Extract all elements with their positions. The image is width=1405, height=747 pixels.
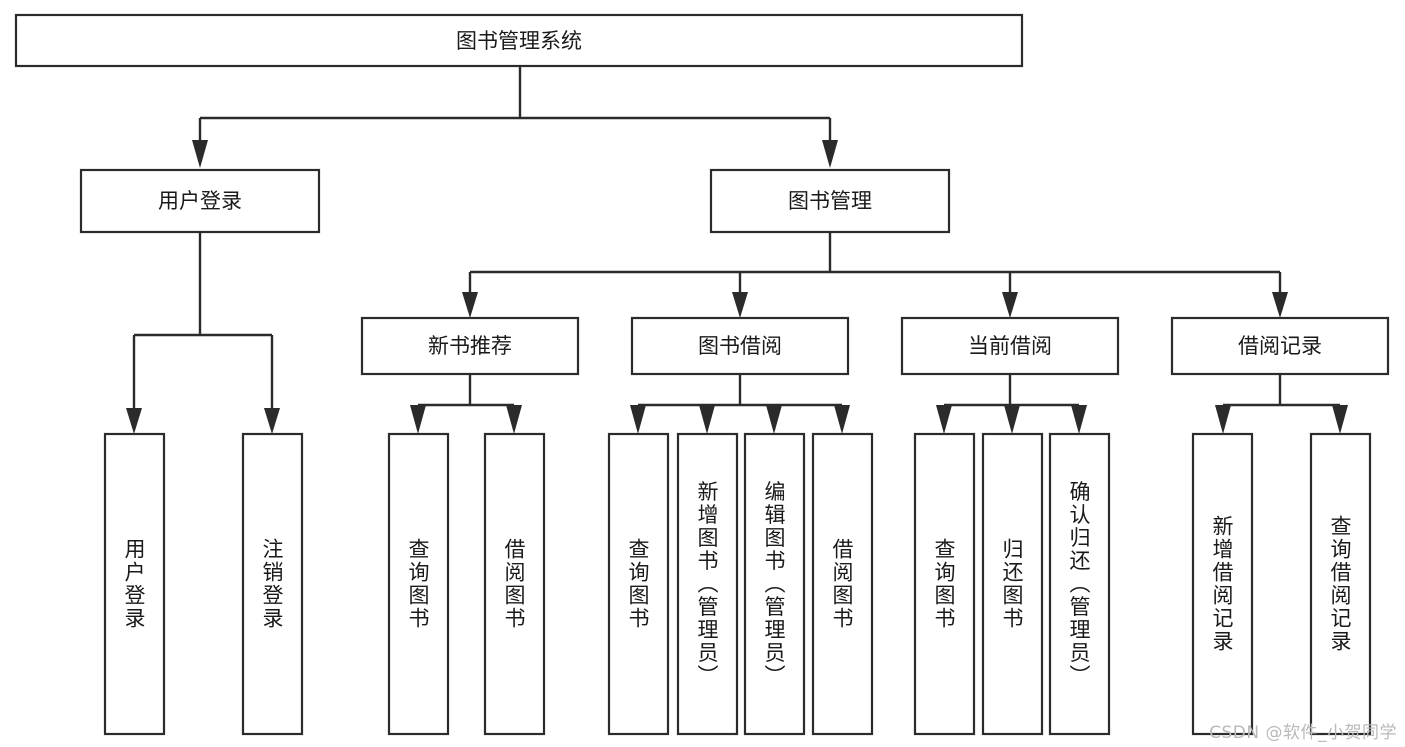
- node-current-borrow-label: 当前借阅: [968, 334, 1052, 358]
- leaf-confirm-return-label: 确认归还（管理员）: [1067, 481, 1091, 688]
- leaf-query-book-1[interactable]: 查询图书: [387, 432, 450, 736]
- node-borrow-record-box[interactable]: [1170, 316, 1390, 376]
- connector-current-borrow-to-leaves: [944, 374, 1079, 407]
- leaf-edit-book-box[interactable]: [743, 432, 806, 736]
- connector-user-login-to-leaves: [132, 232, 274, 408]
- leaf-query-record-box[interactable]: [1309, 432, 1372, 736]
- connector-root-to-level2: [198, 66, 832, 140]
- leaf-logout-box[interactable]: [241, 432, 304, 736]
- leaf-logout[interactable]: 注销登录: [241, 432, 304, 736]
- arrow-to-leaf-query-record: [1332, 405, 1348, 434]
- leaf-user-login-box[interactable]: [103, 432, 166, 736]
- node-book-borrow[interactable]: 图书借阅: [630, 316, 850, 376]
- leaf-return-book-label: 归还图书: [1000, 538, 1024, 630]
- leaf-return-book[interactable]: 归还图书: [981, 432, 1044, 736]
- node-root-label: 图书管理系统: [456, 29, 582, 53]
- arrow-to-leaf-borrow-book-2: [834, 405, 850, 434]
- node-root[interactable]: 图书管理系统: [14, 13, 1024, 68]
- arrow-to-leaf-add-book: [699, 405, 715, 434]
- node-user-login-label: 用户登录: [158, 189, 242, 213]
- leaf-edit-book-label: 编辑图书（管理员）: [762, 481, 786, 688]
- leaf-borrow-book-1[interactable]: 借阅图书: [483, 432, 546, 736]
- node-user-login[interactable]: 用户登录: [79, 168, 321, 234]
- leaf-user-login-label: 用户登录: [122, 538, 146, 630]
- arrow-to-leaf-add-record: [1215, 405, 1231, 434]
- node-book-borrow-label: 图书借阅: [698, 334, 782, 358]
- node-user-login-box[interactable]: [79, 168, 321, 234]
- connector-book-manage-to-level3: [468, 232, 1282, 292]
- node-new-book-rec[interactable]: 新书推荐: [360, 316, 580, 376]
- arrow-to-leaf-query-book-1: [410, 405, 426, 434]
- leaf-borrow-book-1-box[interactable]: [483, 432, 546, 736]
- node-borrow-record-label: 借阅记录: [1238, 334, 1322, 358]
- leaf-add-record-label: 新增借阅记录: [1210, 515, 1234, 653]
- arrow-to-new-book-rec: [462, 292, 478, 318]
- leaf-borrow-book-2[interactable]: 借阅图书: [811, 432, 874, 736]
- connector-borrow-record-to-leaves: [1223, 374, 1340, 407]
- node-book-manage-label: 图书管理: [788, 189, 872, 213]
- arrow-to-leaf-edit-book: [766, 405, 782, 434]
- connector-book-borrow-to-leaves: [638, 374, 842, 407]
- leaf-query-book-3-box[interactable]: [913, 432, 976, 736]
- arrow-to-user-login: [192, 140, 208, 168]
- leaf-query-record[interactable]: 查询借阅记录: [1309, 432, 1372, 736]
- leaf-confirm-return[interactable]: 确认归还（管理员）: [1048, 432, 1111, 736]
- arrow-to-leaf-query-book-2: [630, 405, 646, 434]
- leaf-query-book-2-box[interactable]: [607, 432, 670, 736]
- node-book-manage[interactable]: 图书管理: [709, 168, 951, 234]
- leaf-add-book-box[interactable]: [676, 432, 739, 736]
- leaf-user-login[interactable]: 用户登录: [103, 432, 166, 736]
- node-current-borrow-box[interactable]: [900, 316, 1120, 376]
- leaf-add-book[interactable]: 新增图书（管理员）: [676, 432, 739, 736]
- arrow-to-leaf-user-login: [126, 408, 142, 434]
- node-root-box[interactable]: [14, 13, 1024, 68]
- leaf-query-record-label: 查询借阅记录: [1328, 515, 1352, 653]
- leaf-borrow-book-2-label: 借阅图书: [830, 538, 854, 630]
- leaf-query-book-3[interactable]: 查询图书: [913, 432, 976, 736]
- leaf-return-book-box[interactable]: [981, 432, 1044, 736]
- node-borrow-record[interactable]: 借阅记录: [1170, 316, 1390, 376]
- leaf-add-record[interactable]: 新增借阅记录: [1191, 432, 1254, 736]
- leaf-edit-book[interactable]: 编辑图书（管理员）: [743, 432, 806, 736]
- arrow-to-borrow-record: [1272, 292, 1288, 318]
- leaf-query-book-2[interactable]: 查询图书: [607, 432, 670, 736]
- leaf-borrow-book-1-label: 借阅图书: [502, 538, 526, 630]
- leaf-borrow-book-2-box[interactable]: [811, 432, 874, 736]
- node-book-borrow-box[interactable]: [630, 316, 850, 376]
- arrow-to-leaf-confirm-return: [1071, 405, 1087, 434]
- node-book-manage-box[interactable]: [709, 168, 951, 234]
- leaf-logout-label: 注销登录: [260, 538, 284, 630]
- arrow-to-book-manage: [822, 140, 838, 168]
- leaf-add-record-box[interactable]: [1191, 432, 1254, 736]
- leaf-confirm-return-box[interactable]: [1048, 432, 1111, 736]
- leaf-query-book-1-label: 查询图书: [406, 538, 430, 630]
- connector-layer: [126, 66, 1348, 434]
- leaf-query-book-2-label: 查询图书: [626, 538, 650, 630]
- node-current-borrow[interactable]: 当前借阅: [900, 316, 1120, 376]
- arrow-to-book-borrow: [732, 292, 748, 318]
- arrow-to-current-borrow: [1002, 292, 1018, 318]
- leaf-query-book-3-label: 查询图书: [932, 538, 956, 630]
- leaf-add-book-label: 新增图书（管理员）: [695, 481, 719, 688]
- node-new-book-rec-label: 新书推荐: [428, 334, 512, 358]
- connector-new-book-rec-to-leaves: [416, 374, 516, 408]
- arrow-to-leaf-logout: [264, 408, 280, 434]
- arrow-to-leaf-query-book-3: [936, 405, 952, 434]
- node-new-book-rec-box[interactable]: [360, 316, 580, 376]
- leaf-query-book-1-box[interactable]: [387, 432, 450, 736]
- arrow-to-leaf-return-book: [1004, 405, 1020, 434]
- arrow-to-leaf-borrow-book-1: [506, 405, 522, 434]
